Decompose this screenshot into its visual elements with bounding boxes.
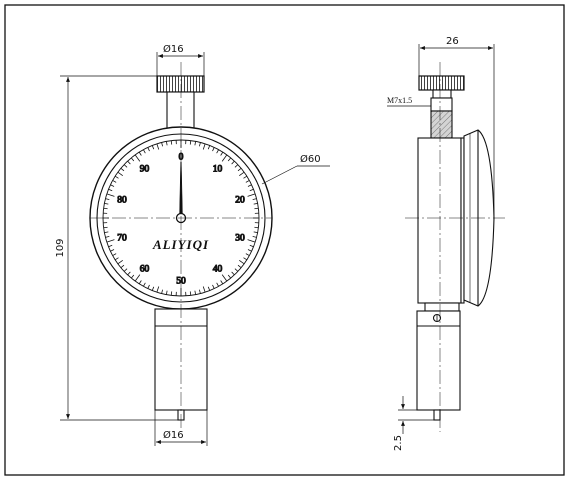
- side-depth-label: 26: [446, 36, 459, 47]
- dial-tick: [171, 291, 172, 295]
- top-knob: [157, 76, 204, 92]
- dial-scale-label: 40: [213, 265, 223, 275]
- side-main-body: [418, 138, 461, 303]
- dial-scale-label: 80: [117, 195, 127, 205]
- thread-spec-label: M7x1.5: [387, 96, 412, 105]
- dial-scale-label: 90: [140, 164, 150, 174]
- side-neck: [425, 303, 459, 311]
- dial-scale-label: 70: [117, 234, 127, 244]
- dial-scale-label: 60: [140, 265, 150, 275]
- tip-length-label: 2.5: [393, 435, 404, 451]
- dial-scale-label: 30: [235, 234, 245, 244]
- height-label: 109: [55, 238, 66, 257]
- dial-tick: [254, 227, 258, 228]
- dial-tick: [190, 291, 191, 295]
- dial-scale-label: 20: [235, 195, 245, 205]
- top-diameter-label: Ø16: [163, 43, 184, 55]
- side-stem-collar: [431, 98, 452, 111]
- side-top-knob: [419, 76, 464, 90]
- side-indenter-tip: [434, 410, 440, 420]
- dial-tick: [104, 208, 108, 209]
- thread-section: [431, 111, 452, 138]
- side-view: [405, 62, 505, 432]
- brand-label: ALIYIQI: [152, 237, 209, 252]
- dial-tick: [254, 208, 258, 209]
- dial-tick: [104, 227, 108, 228]
- bottom-diameter-label: Ø16: [163, 429, 184, 441]
- dial-tick: [190, 141, 191, 145]
- dial-tick: [171, 141, 172, 145]
- dial-scale-label: 10: [213, 164, 223, 174]
- top-stem: [167, 92, 194, 132]
- dial-diameter-label: Ø60: [300, 153, 321, 165]
- side-stem-upper: [433, 90, 451, 98]
